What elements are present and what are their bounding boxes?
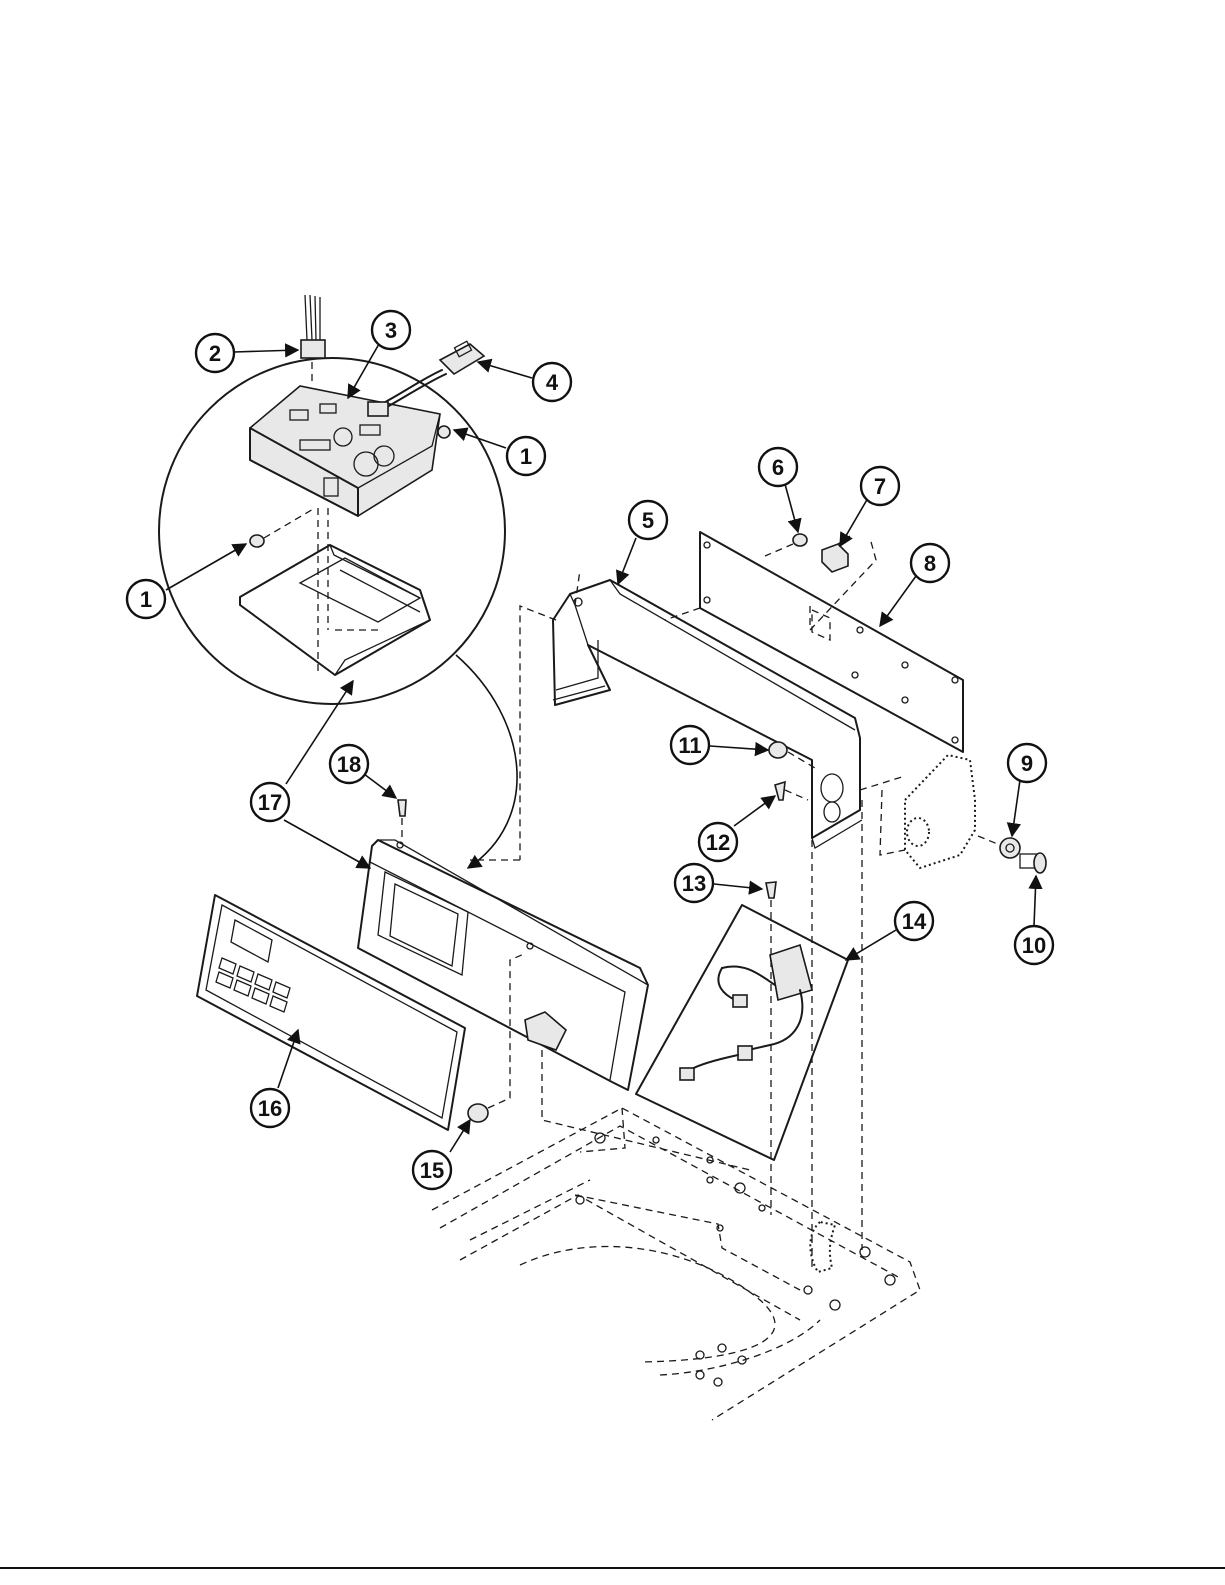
svg-text:4: 4 bbox=[546, 370, 559, 395]
part-13-screw bbox=[766, 882, 776, 1215]
part-14-transformer-assembly bbox=[636, 905, 848, 1160]
board-bracket bbox=[240, 508, 430, 675]
part-2-harness-connector bbox=[301, 295, 325, 385]
callout-18: 18 bbox=[330, 745, 368, 783]
callout-1-left: 1 bbox=[127, 580, 165, 618]
part-9-star-washer bbox=[1000, 838, 1020, 858]
part-9-motor-outline bbox=[860, 755, 975, 868]
callout-8: 8 bbox=[911, 544, 949, 582]
cabinet-top-outline bbox=[432, 800, 920, 1420]
svg-text:8: 8 bbox=[924, 551, 936, 576]
svg-text:16: 16 bbox=[258, 1096, 282, 1121]
callout-4: 4 bbox=[533, 363, 571, 401]
svg-text:14: 14 bbox=[902, 909, 927, 934]
svg-text:5: 5 bbox=[642, 508, 654, 533]
svg-text:11: 11 bbox=[678, 733, 701, 758]
callout-1-right: 1 bbox=[507, 437, 545, 475]
part-5-console-bracket bbox=[470, 570, 862, 860]
callout-6: 6 bbox=[759, 448, 797, 486]
callout-5: 5 bbox=[629, 501, 667, 539]
part-7-clip bbox=[822, 536, 850, 572]
svg-text:9: 9 bbox=[1021, 751, 1033, 776]
svg-text:3: 3 bbox=[385, 318, 397, 343]
callout-10: 10 bbox=[1015, 926, 1053, 964]
callout-17: 17 bbox=[251, 783, 289, 821]
svg-text:17: 17 bbox=[258, 790, 282, 815]
svg-text:1: 1 bbox=[140, 587, 152, 612]
callout-3: 3 bbox=[372, 311, 410, 349]
svg-text:10: 10 bbox=[1022, 933, 1046, 958]
part-11-nut bbox=[769, 742, 815, 768]
callout-14: 14 bbox=[895, 902, 933, 940]
svg-text:15: 15 bbox=[420, 1158, 444, 1183]
svg-text:6: 6 bbox=[772, 455, 784, 480]
svg-text:1: 1 bbox=[520, 444, 532, 469]
callout-11: 11 bbox=[671, 726, 709, 764]
svg-text:7: 7 bbox=[874, 474, 886, 499]
callout-13: 13 bbox=[675, 864, 713, 902]
callout-12: 12 bbox=[699, 823, 737, 861]
callout-7: 7 bbox=[861, 467, 899, 505]
part-16-overlay-panel bbox=[197, 895, 465, 1130]
svg-text:2: 2 bbox=[209, 341, 221, 366]
callout-15: 15 bbox=[413, 1151, 451, 1189]
part-17-console bbox=[358, 840, 648, 1090]
callout-16: 16 bbox=[251, 1089, 289, 1127]
svg-text:13: 13 bbox=[682, 871, 706, 896]
part-6-screw bbox=[765, 534, 807, 556]
part-15-knob bbox=[468, 954, 524, 1122]
part-3-control-board bbox=[250, 386, 440, 516]
part-4-cable bbox=[368, 341, 484, 416]
footer-rule bbox=[0, 1567, 1225, 1569]
svg-text:18: 18 bbox=[337, 752, 361, 777]
part-18-screw bbox=[398, 800, 406, 838]
part-12-screw bbox=[775, 782, 808, 800]
callout-9: 9 bbox=[1008, 744, 1046, 782]
callout-2: 2 bbox=[196, 334, 234, 372]
svg-text:12: 12 bbox=[706, 830, 730, 855]
